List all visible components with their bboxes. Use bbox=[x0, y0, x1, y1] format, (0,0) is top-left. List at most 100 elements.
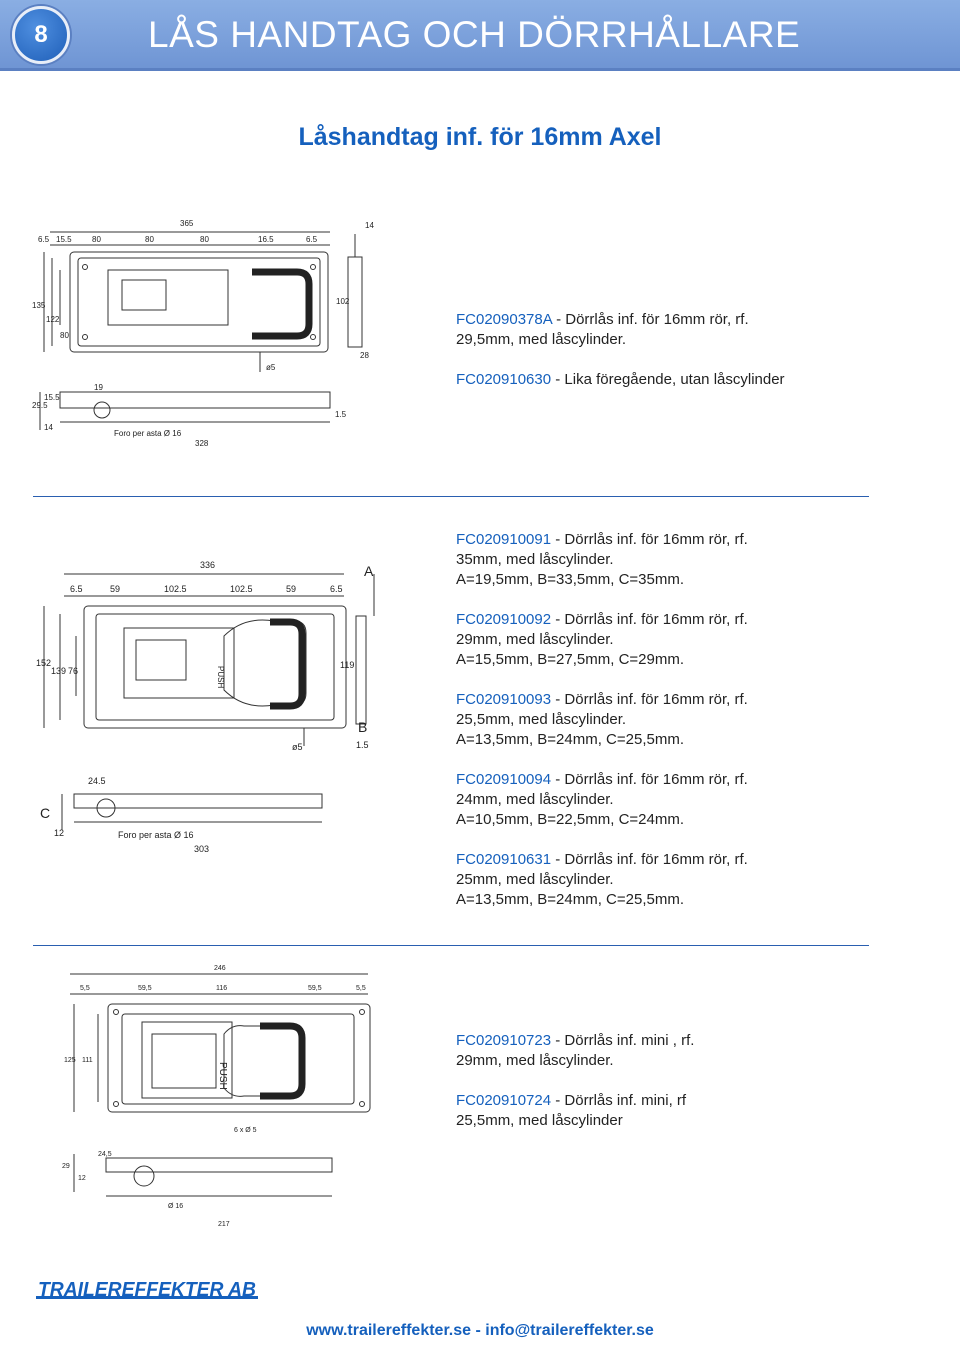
product-item: FC02090378A - Dörrlås inf. för 16mm rör,… bbox=[456, 310, 785, 350]
dim-top: 16.5 bbox=[258, 235, 274, 244]
product-detail: 25,5mm, med låscylinder. bbox=[456, 711, 627, 728]
dim-top: 59,5 bbox=[138, 985, 152, 992]
dim-top: 6.5 bbox=[38, 235, 50, 244]
product-item: FC020910724 - Dörrlås inf. mini, rf 25,5… bbox=[456, 1091, 694, 1131]
dim-holes: 6 x Ø 5 bbox=[234, 1127, 257, 1134]
product-text: - Lika föregående, utan låscylinder bbox=[551, 371, 785, 388]
dim-top: 15.5 bbox=[56, 235, 72, 244]
product-group-2: FC020910091 - Dörrlås inf. för 16mm rör,… bbox=[456, 530, 748, 930]
dim-top: 59 bbox=[286, 584, 296, 594]
drawing-lock-2: 336 A 6.5 59 102.5 102.5 59 6.5 152 139 … bbox=[34, 556, 384, 856]
dim-side-left: 14 bbox=[44, 423, 53, 432]
section-divider bbox=[33, 496, 869, 497]
product-code: FC02090378A bbox=[456, 311, 552, 328]
product-text: - Dörrlås inf. för 16mm rör, rf. bbox=[551, 531, 748, 548]
logo-text: TRAILEREFFEKTER AB bbox=[38, 1279, 256, 1301]
product-code: FC020910723 bbox=[456, 1032, 552, 1049]
dim-top: 116 bbox=[216, 985, 227, 992]
product-item: FC020910631 - Dörrlås inf. för 16mm rör,… bbox=[456, 850, 748, 910]
dim-side-note: Foro per asta Ø 16 bbox=[114, 429, 182, 438]
dim-top: 59,5 bbox=[308, 985, 322, 992]
product-text: - Dörrlås inf. för 16mm rör, rf. bbox=[551, 851, 748, 868]
product-code: FC020910631 bbox=[456, 851, 552, 868]
product-dims: A=13,5mm, B=24mm, C=25,5mm. bbox=[456, 731, 685, 748]
product-detail: 24mm, med låscylinder. bbox=[456, 791, 614, 808]
dim-side-top: 24,5 bbox=[98, 1151, 112, 1158]
dim-top: 80 bbox=[92, 235, 101, 244]
dim-left: 152 bbox=[36, 658, 51, 668]
section-title: Låshandtag inf. för 16mm Axel bbox=[298, 123, 662, 151]
product-code: FC020910094 bbox=[456, 771, 552, 788]
dim-top: 102.5 bbox=[230, 584, 253, 594]
product-text: - Dörrlås inf. för 16mm rör, rf. bbox=[551, 311, 749, 328]
product-detail: 29,5mm, med låscylinder. bbox=[456, 331, 627, 348]
page-number-badge: 8 bbox=[12, 6, 70, 64]
dim-left: 111 bbox=[82, 1057, 93, 1064]
company-logo: TRAILEREFFEKTER AB bbox=[36, 1277, 258, 1305]
dim-top: 6.5 bbox=[306, 235, 318, 244]
product-item: FC020910094 - Dörrlås inf. för 16mm rör,… bbox=[456, 770, 748, 830]
dim-side-left: 29.5 bbox=[32, 401, 48, 410]
section-divider bbox=[33, 945, 869, 946]
product-text: - Dörrlås inf. för 16mm rör, rf. bbox=[551, 611, 748, 628]
dim-top: 5,5 bbox=[80, 985, 90, 992]
dim-side-top: 24.5 bbox=[88, 776, 106, 786]
product-text: - Dörrlås inf. för 16mm rör, rf. bbox=[551, 771, 748, 788]
product-detail: 29mm, med låscylinder. bbox=[456, 1052, 614, 1069]
product-detail: 25,5mm, med låscylinder bbox=[456, 1112, 623, 1129]
product-group-3: FC020910723 - Dörrlås inf. mini , rf. 29… bbox=[456, 1031, 694, 1151]
dim-top: 6.5 bbox=[70, 584, 83, 594]
dim-right-top: 14 bbox=[365, 221, 374, 230]
push-label: PUSH bbox=[217, 1062, 228, 1090]
product-text: - Dörrlås inf. mini, rf bbox=[551, 1092, 687, 1109]
dim-overall: 336 bbox=[200, 560, 215, 570]
product-code: FC020910630 bbox=[456, 371, 552, 388]
product-dims: A=10,5mm, B=22,5mm, C=24mm. bbox=[456, 811, 685, 828]
dim-side-left: 12 bbox=[54, 828, 64, 838]
dim-left: 139 bbox=[51, 666, 66, 676]
dim-bottom-right: 28 bbox=[360, 351, 369, 360]
dim-side-length: 303 bbox=[194, 844, 209, 854]
label-a: A bbox=[364, 563, 374, 579]
dim-side-right: 1.5 bbox=[335, 410, 347, 419]
product-text: - Dörrlås inf. för 16mm rör, rf. bbox=[551, 691, 748, 708]
footer-contact: www.trailereffekter.se - info@trailereff… bbox=[306, 1322, 654, 1339]
product-item: FC020910091 - Dörrlås inf. för 16mm rör,… bbox=[456, 530, 748, 590]
product-group-1: FC02090378A - Dörrlås inf. för 16mm rör,… bbox=[456, 310, 785, 410]
dim-right: 102 bbox=[336, 297, 350, 306]
dim-left: 125 bbox=[64, 1057, 76, 1064]
dim-left: 135 bbox=[32, 301, 46, 310]
dim-top: 59 bbox=[110, 584, 120, 594]
dim-side-dia: Ø 16 bbox=[168, 1203, 183, 1210]
dim-top: 80 bbox=[200, 235, 209, 244]
page-header: 8 LÅS HANDTAG OCH DÖRRHÅLLARE bbox=[0, 0, 960, 71]
dim-b: 1.5 bbox=[356, 740, 369, 750]
product-text: - Dörrlås inf. mini , rf. bbox=[551, 1032, 695, 1049]
product-code: FC020910724 bbox=[456, 1092, 552, 1109]
dim-side-length: 328 bbox=[195, 439, 209, 448]
label-b: B bbox=[358, 719, 367, 735]
dim-side-length: 217 bbox=[218, 1221, 230, 1228]
product-dims: A=19,5mm, B=33,5mm, C=35mm. bbox=[456, 571, 685, 588]
dim-overall: 246 bbox=[214, 965, 226, 972]
product-item: FC020910093 - Dörrlås inf. för 16mm rör,… bbox=[456, 690, 748, 750]
dim-left: 122 bbox=[46, 315, 60, 324]
page-title: LÅS HANDTAG OCH DÖRRHÅLLARE bbox=[148, 14, 801, 55]
dim-overall: 365 bbox=[180, 219, 194, 228]
dim-top: 5,5 bbox=[356, 985, 366, 992]
dim-side-left: 29 bbox=[62, 1163, 70, 1170]
product-item: FC020910630 - Lika föregående, utan låsc… bbox=[456, 370, 785, 390]
product-code: FC020910091 bbox=[456, 531, 552, 548]
dim-right: 119 bbox=[340, 660, 354, 670]
dim-side-left: 12 bbox=[78, 1175, 86, 1182]
dim-side-note: Foro per asta Ø 16 bbox=[118, 830, 194, 840]
dim-top: 6.5 bbox=[330, 584, 343, 594]
dim-top: 80 bbox=[145, 235, 154, 244]
dim-hole: ø5 bbox=[266, 363, 276, 372]
dim-side-top: 19 bbox=[94, 383, 103, 392]
product-item: FC020910092 - Dörrlås inf. för 16mm rör,… bbox=[456, 610, 748, 670]
product-item: FC020910723 - Dörrlås inf. mini , rf. 29… bbox=[456, 1031, 694, 1071]
dim-side-left: 15.5 bbox=[44, 393, 60, 402]
product-dims: A=15,5mm, B=27,5mm, C=29mm. bbox=[456, 651, 685, 668]
product-code: FC020910093 bbox=[456, 691, 552, 708]
